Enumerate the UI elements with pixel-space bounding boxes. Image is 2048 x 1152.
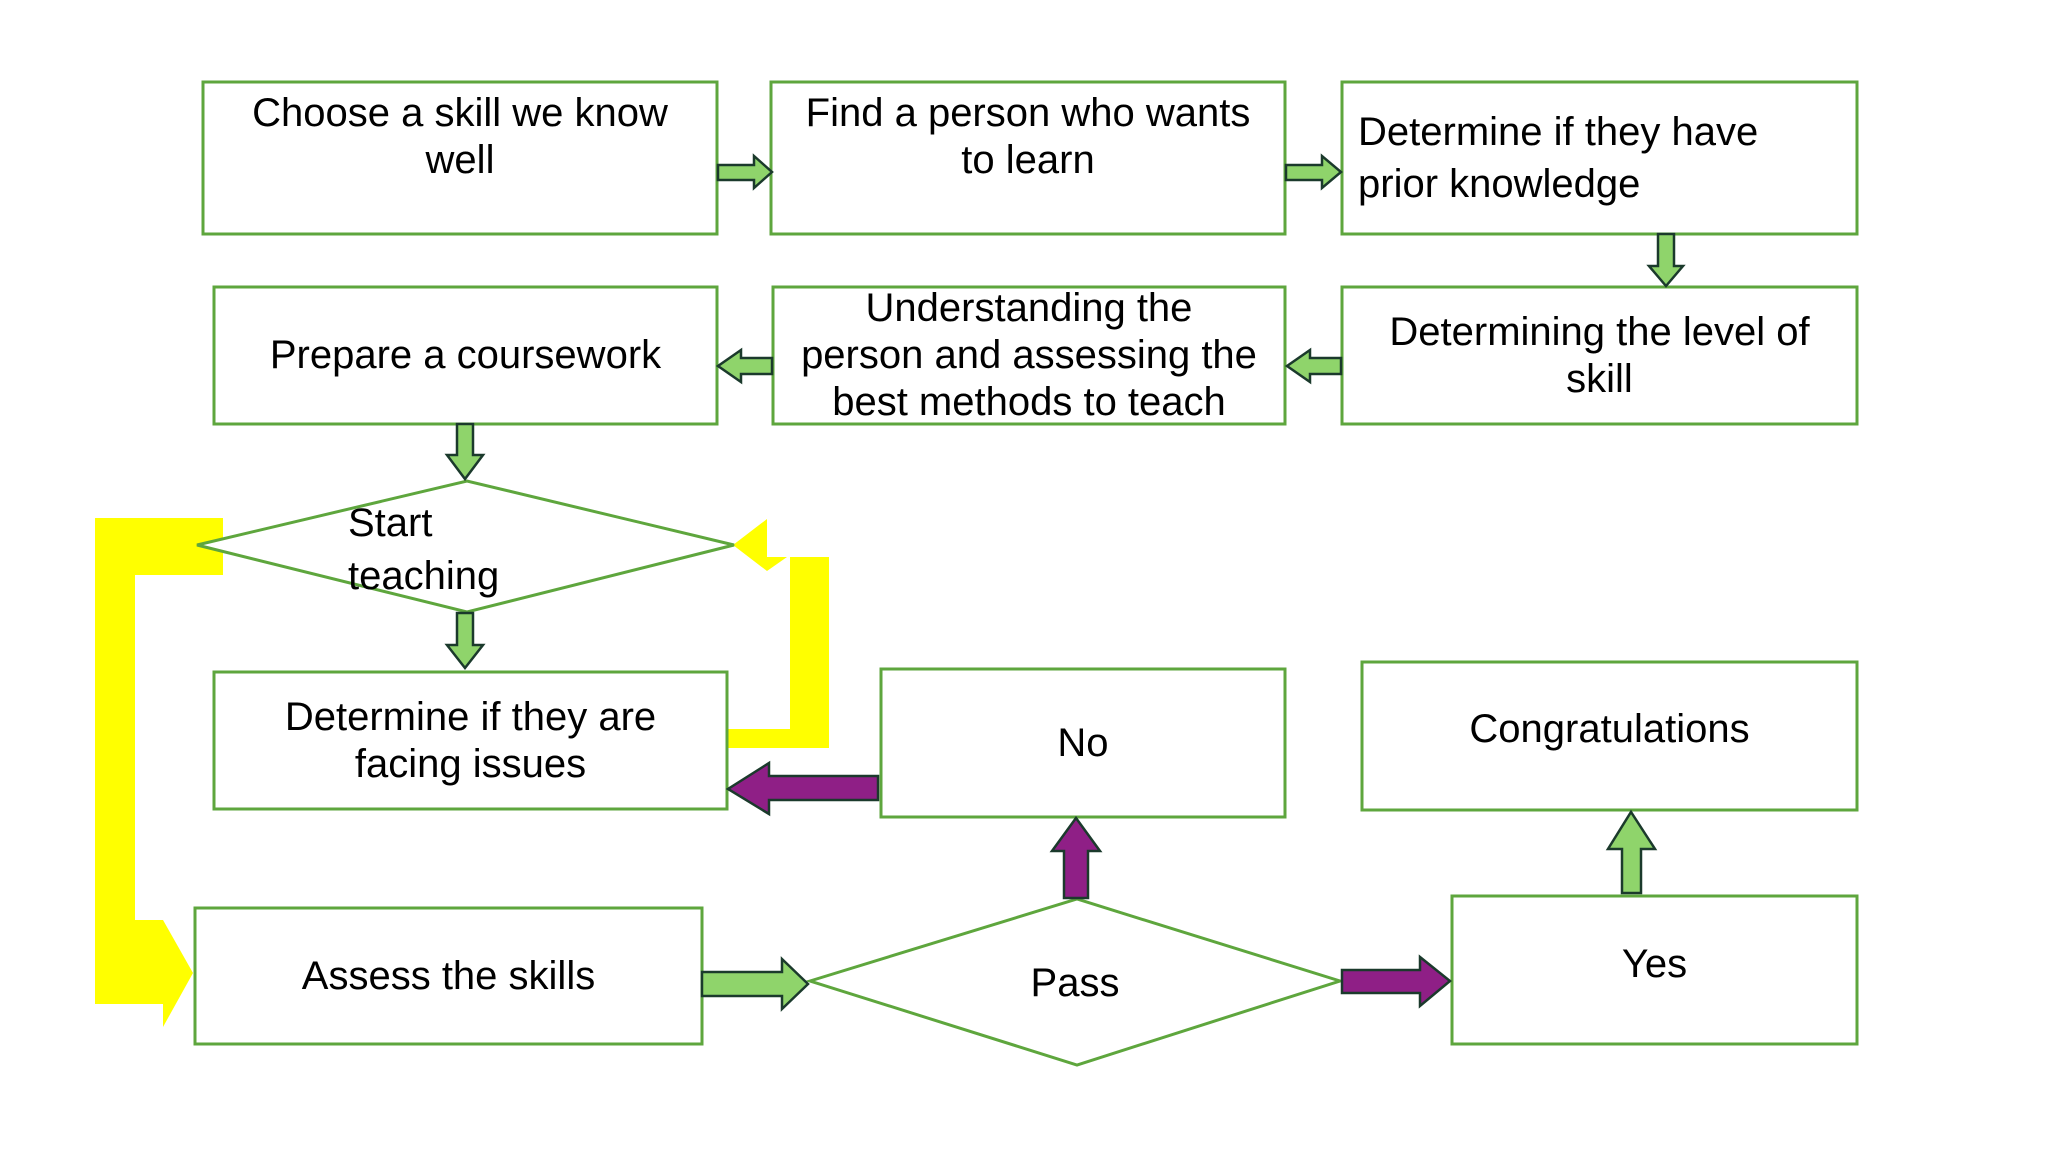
node-pass: Pass — [1030, 960, 1120, 1005]
node-congratulations: Congratulations — [1469, 707, 1750, 752]
loop-arrow-issues-to-start — [727, 519, 829, 748]
loop-arrow-assess-to-start — [95, 518, 223, 1027]
node-start-teaching: Start teaching — [348, 500, 500, 598]
node-choose-skill: Choose a skill we know well — [252, 91, 668, 182]
arrow-prior-to-level — [1646, 232, 1686, 288]
arrow-no-to-issues — [725, 760, 880, 817]
box-prepare-coursework — [212, 285, 719, 426]
node-find-person: Find a person who wants to learn — [805, 91, 1251, 182]
node-prior-knowledge: Determine if they have prior knowledge — [1358, 110, 1759, 206]
node-facing-issues: Determine if they are facing issues — [284, 694, 657, 786]
arrow-start-to-issues — [444, 611, 486, 671]
arrow-coursework-to-start — [444, 422, 486, 482]
box-yes — [1450, 894, 1859, 1046]
node-understanding: Understanding the person and assessing t… — [801, 286, 1257, 424]
arrow-pass-to-yes — [1340, 954, 1452, 1009]
node-prepare-coursework: Prepare a coursework — [269, 333, 662, 378]
arrow-understanding-to-coursework — [715, 347, 774, 385]
arrow-level-to-understanding — [1284, 347, 1343, 385]
box-determining-level — [1340, 285, 1859, 426]
node-assess-skills: Assess the skills — [301, 953, 596, 998]
box-facing-issues — [212, 670, 729, 811]
arrow-pass-to-no — [1049, 815, 1103, 900]
box-choose-skill — [201, 80, 719, 236]
arrow-yes-to-congratulations — [1605, 809, 1658, 895]
diamond-start-teaching — [196, 479, 735, 614]
node-determining-level: Determining the level of skill — [1389, 309, 1810, 401]
node-no: No — [1057, 720, 1109, 765]
arrow-choose-to-find — [716, 153, 774, 191]
arrow-assess-to-pass — [700, 956, 810, 1012]
box-no — [879, 667, 1287, 819]
box-prior-knowledge — [1340, 80, 1859, 236]
node-yes: Yes — [1621, 941, 1688, 986]
arrow-find-to-prior — [1284, 153, 1343, 191]
diamond-pass — [804, 897, 1345, 1067]
box-understanding — [771, 285, 1287, 426]
box-assess-skills — [193, 906, 704, 1046]
box-congratulations — [1360, 660, 1859, 812]
box-find-person — [769, 80, 1287, 236]
